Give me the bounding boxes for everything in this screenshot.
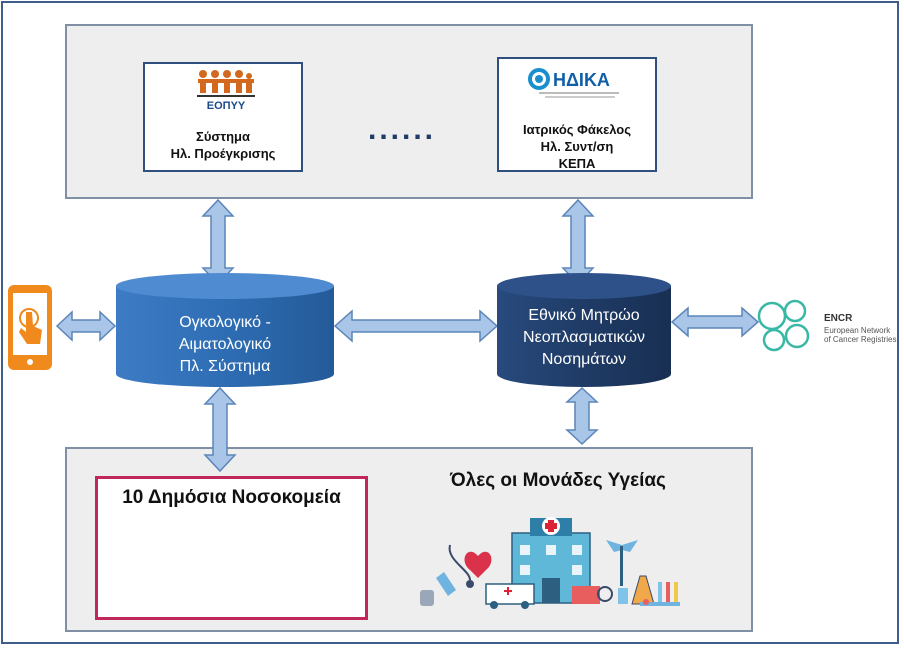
eopyy-logo-text: ΕΟΠΥΥ [207, 100, 246, 112]
registry-line2: Νεοπλασματικών [523, 329, 645, 346]
encr-line2: of Cancer Registries [824, 335, 897, 344]
eopyy-line2: Ηλ. Προέγκρισης [170, 146, 276, 161]
arrow-oncology-registry [333, 309, 499, 343]
public-hospitals-title: 10 Δημόσια Νοσοκομεία [122, 487, 341, 508]
encr-abbreviation: ENCR [824, 313, 853, 324]
registry-line3: Νοσημάτων [541, 351, 627, 368]
health-units-illustration [420, 517, 680, 609]
eopyy-card: ΕΟΠΥΥ Σύστημα Ηλ. Προέγκρισης [143, 62, 303, 172]
idika-line2: Ηλ. Συντ/ση [540, 139, 614, 154]
public-hospitals-box: 10 Δημόσια Νοσοκομεία [95, 476, 368, 620]
registry-line1: Εθνικό Μητρώο [528, 307, 640, 324]
national-registry-label: Εθνικό Μητρώο Νεοπλασματικών Νοσημάτων [497, 305, 671, 371]
idika-card: ΗΔΙΚΑ Ιατρικός Φάκελος Ηλ. Συντ/ση ΚΕΠΑ [497, 57, 657, 172]
oncology-line2: Αιματολογικό [178, 336, 272, 353]
idika-logo-text: ΗΔΙΚΑ [553, 70, 610, 90]
national-registry-cylinder [497, 273, 671, 387]
arrow-eopyy-oncology [201, 198, 235, 286]
smartphone-icon [8, 285, 52, 370]
encr-line1: European Network [824, 326, 891, 335]
ellipsis: ...... [368, 113, 437, 146]
encr-logo [757, 299, 810, 352]
arrow-idika-registry [561, 198, 595, 286]
idika-logo: ΗΔΙΚΑ [528, 68, 619, 98]
idika-line1: Ιατρικός Φάκελος [522, 122, 632, 137]
arrow-registry-health-units [565, 386, 599, 446]
arrow-registry-encr [670, 306, 760, 338]
idika-line3: ΚΕΠΑ [558, 156, 596, 171]
encr-full-name: European Network of Cancer Registries [824, 326, 896, 344]
oncology-system-cylinder [116, 273, 334, 387]
oncology-line3: Πλ. Σύστημα [179, 358, 271, 375]
arrow-oncology-hospitals [203, 386, 237, 473]
all-health-units-title: Όλες οι Μονάδες Υγείας [450, 470, 666, 491]
eopyy-logo: ΕΟΠΥΥ [197, 70, 255, 112]
oncology-line1: Ογκολογικό - [179, 314, 271, 331]
arrow-phone-oncology [55, 310, 117, 342]
eopyy-line1: Σύστημα [196, 129, 250, 144]
oncology-system-label: Ογκολογικό - Αιματολογικό Πλ. Σύστημα [116, 312, 334, 378]
